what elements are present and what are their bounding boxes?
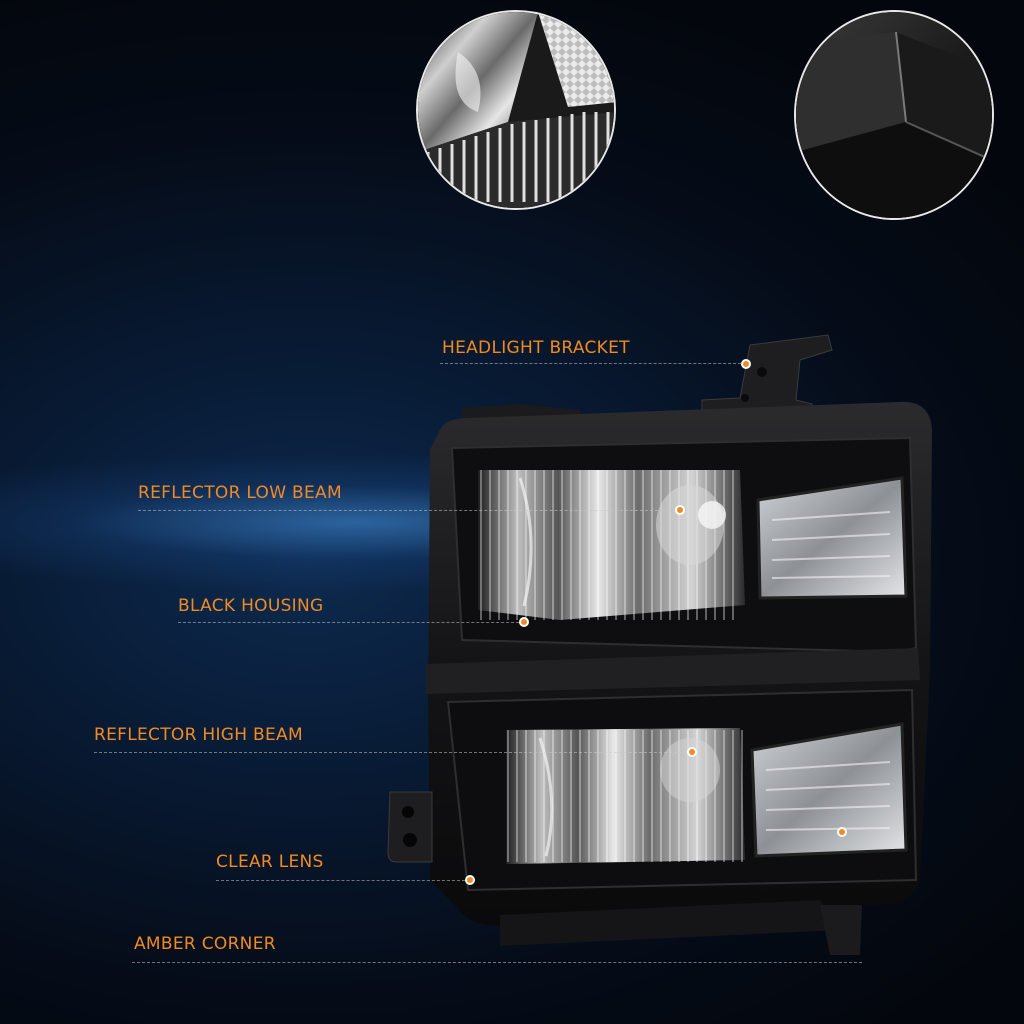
leader-black-housing bbox=[178, 622, 524, 623]
label-clear-lens: CLEAR LENS bbox=[216, 852, 324, 872]
marker-headlight-bracket bbox=[741, 359, 751, 369]
marker-clear-lens bbox=[465, 875, 475, 885]
marker-amber-corner bbox=[837, 827, 847, 837]
label-black-housing: BLACK HOUSING bbox=[178, 596, 324, 616]
label-headlight-bracket: HEADLIGHT BRACKET bbox=[442, 338, 630, 358]
leader-clear-lens bbox=[216, 880, 470, 881]
leader-reflector-low-beam bbox=[138, 510, 678, 511]
label-reflector-high-beam: REFLECTOR HIGH BEAM bbox=[94, 725, 303, 745]
marker-black-housing bbox=[519, 617, 529, 627]
label-amber-corner: AMBER CORNER bbox=[134, 934, 276, 954]
leader-amber-corner bbox=[132, 962, 862, 963]
marker-reflector-high-beam bbox=[687, 747, 697, 757]
leader-headlight-bracket bbox=[440, 363, 746, 364]
marker-reflector-low-beam bbox=[675, 505, 685, 515]
reflector-closeup-inset bbox=[416, 10, 616, 210]
leader-reflector-high-beam bbox=[94, 752, 692, 753]
housing-closeup-inset bbox=[794, 10, 994, 220]
label-reflector-low-beam: REFLECTOR LOW BEAM bbox=[138, 483, 342, 503]
